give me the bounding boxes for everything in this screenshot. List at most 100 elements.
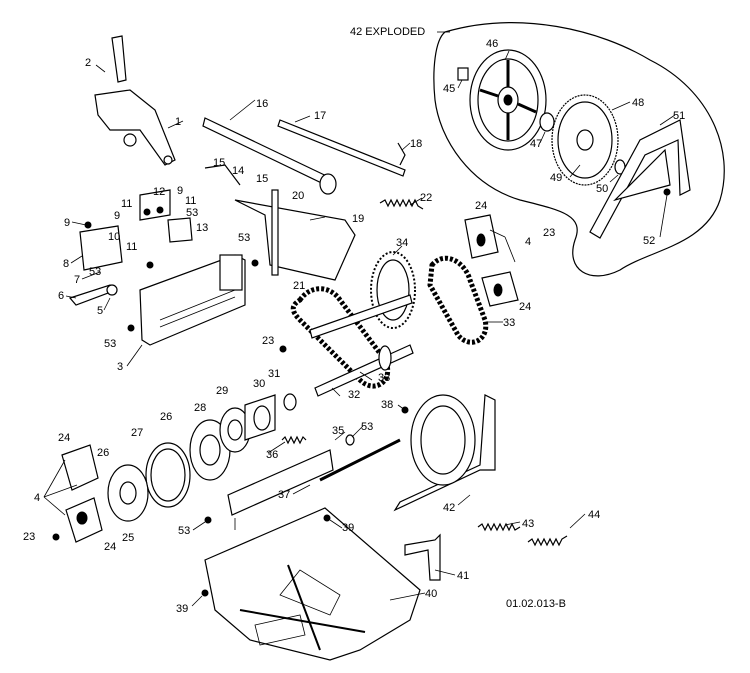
callout-37: 37	[278, 489, 290, 501]
callout-25: 25	[122, 532, 134, 544]
callout-30: 30	[253, 378, 265, 390]
callout-6: 6	[58, 290, 64, 302]
callout-4a: 4	[34, 492, 40, 504]
bolt-45-drawing	[457, 67, 469, 81]
side-plate-3-drawing	[139, 254, 246, 346]
plate-48-drawing	[551, 94, 619, 186]
callout-13: 13	[196, 222, 208, 234]
pulley-assembly-drawing	[107, 393, 297, 522]
callout-39a: 39	[342, 522, 354, 534]
callout-23c: 23	[23, 531, 35, 543]
callout-32: 32	[348, 389, 360, 401]
bearing-flanges-left-drawing	[61, 444, 103, 543]
callout-17: 17	[314, 110, 326, 122]
callout-19: 19	[352, 213, 364, 225]
leader-lines	[43, 31, 676, 607]
callout-45: 45	[443, 83, 455, 95]
callout-16: 16	[256, 98, 268, 110]
reference-code: 01.02.013-B	[506, 598, 566, 610]
callout-7: 7	[74, 274, 80, 286]
callout-8: 8	[63, 258, 69, 270]
callout-50: 50	[596, 183, 608, 195]
chains-drawing	[290, 255, 489, 389]
callout-33a: 33	[503, 317, 515, 329]
bracket-19-drawing	[204, 164, 356, 281]
callout-28: 28	[194, 402, 206, 414]
callout-46: 46	[486, 38, 498, 50]
callout-36: 36	[266, 449, 278, 461]
callout-21: 21	[293, 280, 305, 292]
bearing-47-drawing	[539, 112, 555, 132]
callout-52: 52	[643, 235, 655, 247]
callout-29: 29	[216, 385, 228, 397]
frame-42-drawing	[319, 394, 496, 512]
callout-9a: 9	[64, 217, 70, 229]
callout-53a: 53	[186, 207, 198, 219]
bracket-41-drawing	[404, 533, 441, 581]
rod-35-37-drawing	[227, 434, 355, 530]
callout-38: 38	[381, 399, 393, 411]
callout-14: 14	[232, 165, 244, 177]
shift-lever-1-drawing	[94, 35, 176, 166]
callout-12: 12	[153, 186, 165, 198]
callout-10: 10	[108, 231, 120, 243]
callout-43: 43	[522, 518, 534, 530]
callout-39b: 39	[176, 603, 188, 615]
callout-48: 48	[632, 97, 644, 109]
shafts-drawing	[202, 117, 406, 195]
bracket-51-drawing	[589, 119, 691, 239]
callout-11b: 11	[185, 195, 196, 207]
exploded-view-region	[433, 22, 725, 277]
callout-26b: 26	[97, 447, 109, 459]
callout-15a: 15	[213, 157, 225, 169]
callout-34: 34	[396, 237, 408, 249]
callout-35: 35	[332, 425, 344, 437]
callout-24c: 24	[58, 432, 70, 444]
callout-labels: 1 2 3 4 4 5 6 7 8 9 9 9 10 11 11 11 12 1…	[23, 38, 685, 615]
shaft-32-drawing	[309, 294, 414, 397]
callout-33b: 33	[378, 372, 390, 384]
callout-24b: 24	[519, 301, 531, 313]
callout-2: 2	[85, 57, 91, 69]
small-parts-drawing	[68, 189, 259, 306]
callout-11a: 11	[121, 198, 132, 210]
callout-5: 5	[97, 305, 103, 317]
callout-20: 20	[292, 190, 304, 202]
callout-53b: 53	[238, 232, 250, 244]
callout-47: 47	[530, 138, 542, 150]
callout-42: 42	[443, 502, 455, 514]
callout-9c: 9	[177, 185, 183, 197]
callout-40: 40	[425, 588, 437, 600]
callout-11c: 11	[126, 241, 137, 253]
callout-4b: 4	[525, 236, 531, 248]
callout-24a: 24	[475, 200, 487, 212]
cover-40-drawing	[204, 507, 421, 661]
callout-26a: 26	[160, 411, 172, 423]
bearing-flanges-right-drawing	[464, 214, 519, 307]
callout-22: 22	[420, 192, 432, 204]
callout-53d: 53	[104, 338, 116, 350]
callout-41: 41	[457, 570, 469, 582]
callout-18: 18	[410, 138, 422, 150]
callout-44: 44	[588, 509, 600, 521]
callout-53f: 53	[178, 525, 190, 537]
callout-3: 3	[117, 361, 123, 373]
callout-15b: 15	[256, 173, 268, 185]
exploded-label: 42 EXPLODED	[350, 26, 425, 38]
callout-1: 1	[175, 116, 181, 128]
pulley-46-drawing	[469, 49, 547, 151]
callout-49: 49	[550, 172, 562, 184]
callout-23b: 23	[543, 227, 555, 239]
callout-51: 51	[673, 110, 685, 122]
springs-drawing	[281, 198, 568, 547]
callout-53e: 53	[361, 421, 373, 433]
callout-27: 27	[131, 427, 143, 439]
callout-53c: 53	[89, 266, 101, 278]
bolts-drawing	[52, 324, 409, 597]
callout-9b: 9	[114, 210, 120, 222]
callout-23a: 23	[262, 335, 274, 347]
callout-24d: 24	[104, 541, 116, 553]
sprocket-34-drawing	[370, 251, 416, 329]
callout-31: 31	[268, 368, 280, 380]
